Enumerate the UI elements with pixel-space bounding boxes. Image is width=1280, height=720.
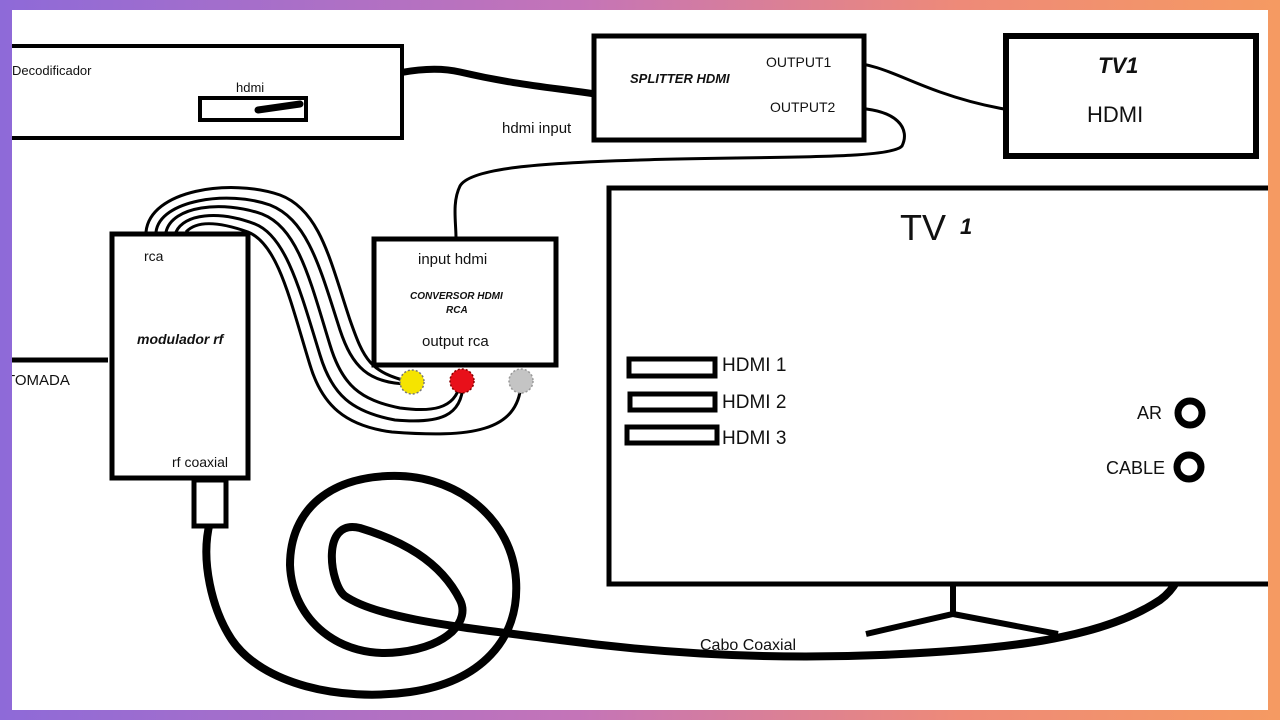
converter-output-label: output rca bbox=[422, 333, 489, 350]
diagram-canvas: Decodificador hdmi SPLITTER HDMI OUTPUT1… bbox=[12, 10, 1268, 710]
converter-box bbox=[371, 236, 559, 368]
wiring-diagram: Decodificador hdmi SPLITTER HDMI OUTPUT1… bbox=[12, 33, 1268, 699]
modulator-rf-label: rf coaxial bbox=[172, 454, 228, 470]
tv1-hdmi-label: HDMI bbox=[1087, 102, 1143, 127]
splitter-title: SPLITTER HDMI bbox=[630, 71, 730, 86]
modulator-rf-port bbox=[191, 477, 229, 529]
splitter-box bbox=[591, 33, 867, 143]
decoder-hdmi-label: hdmi bbox=[236, 80, 264, 95]
tv-hdmi-port-2 bbox=[627, 391, 718, 413]
tv-hdmi-port-3 bbox=[624, 424, 720, 446]
tv-hdmi-label-3: HDMI 3 bbox=[722, 428, 786, 449]
converter-title-line2: RCA bbox=[446, 305, 468, 316]
hdmi-cable-output2-converter bbox=[453, 106, 906, 239]
tv-ar-connector bbox=[1174, 397, 1206, 429]
tv-ar-label: AR bbox=[1137, 403, 1162, 423]
splitter-input-label: hdmi input bbox=[502, 120, 572, 137]
tv1-box bbox=[1003, 33, 1259, 159]
decoder-hdmi-port bbox=[198, 96, 308, 122]
rca-jack-red bbox=[449, 368, 475, 394]
tv1-title: TV1 bbox=[1098, 53, 1138, 78]
outlet-label: TOMADA bbox=[12, 372, 70, 389]
tv-cable-connector bbox=[1173, 451, 1205, 483]
tv-stand bbox=[865, 584, 1059, 637]
decoder-label: Decodificador bbox=[12, 63, 92, 78]
tv-main-title: TV bbox=[900, 207, 946, 248]
tv-hdmi-label-1: HDMI 1 bbox=[722, 355, 786, 376]
converter-input-label: input hdmi bbox=[418, 251, 487, 268]
decoder-box bbox=[12, 44, 404, 140]
tv-hdmi-port-1 bbox=[626, 356, 718, 379]
tv-cable-label: CABLE bbox=[1106, 458, 1165, 478]
splitter-output1-label: OUTPUT1 bbox=[766, 54, 832, 70]
tv-main-title-number: 1 bbox=[960, 214, 972, 239]
tv-hdmi-label-2: HDMI 2 bbox=[722, 392, 786, 413]
rca-jack-yellow bbox=[399, 369, 425, 395]
modulator-box bbox=[109, 231, 251, 481]
splitter-output2-label: OUTPUT2 bbox=[770, 99, 836, 115]
modulator-rca-label: rca bbox=[144, 248, 164, 264]
rca-jack-white bbox=[508, 368, 534, 394]
coax-cable-label: Cabo Coaxial bbox=[700, 637, 796, 654]
tv-main-screen bbox=[606, 185, 1268, 587]
modulator-title: modulador rf bbox=[137, 331, 225, 347]
coaxial-cable bbox=[202, 466, 1195, 699]
rca-cable-bundle bbox=[144, 186, 523, 436]
converter-title-line1: CONVERSOR HDMI bbox=[410, 291, 503, 302]
